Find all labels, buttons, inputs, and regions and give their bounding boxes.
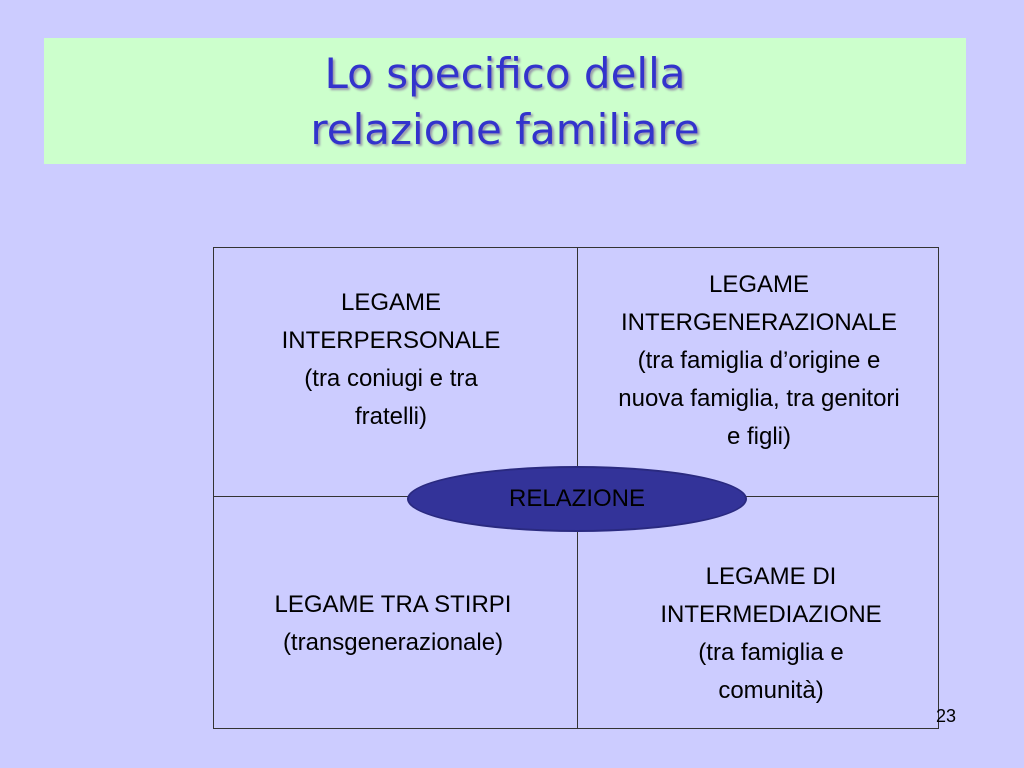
cell-line: LEGAME [708,271,810,298]
cell-lineages: LEGAME TRA STIRPI (transgenerazionale) [240,586,546,662]
cell-line: LEGAME TRA STIRPI [274,591,512,618]
title-box: Lo specifico della relazione familiare [44,38,966,164]
cell-line: (tra coniugi e tra [304,365,478,392]
cell-intergenerational: LEGAME INTERGENERAZIONALE (tra famiglia … [568,266,950,456]
page-number: 23 [936,706,957,726]
cell-line: (transgenerazionale) [282,629,504,656]
cell-line: nuova famiglia, tra genitori [618,385,900,412]
slide-title-line-1: Lo specifico della [324,49,686,98]
cell-line: INTERMEDIAZIONE [660,601,882,628]
cell-interpersonal: LEGAME INTERPERSONALE (tra coniugi e tra… [262,284,520,436]
cell-line: INTERPERSONALE [281,327,501,354]
cell-line: LEGAME DI [705,563,837,590]
cell-line: comunità) [718,677,824,704]
slide-title-line-2: relazione familiare [310,105,700,154]
cell-line: fratelli) [354,403,427,430]
cell-line: INTERGENERAZIONALE [620,309,898,336]
cell-line: e figli) [726,423,792,450]
cell-intermediation: LEGAME DI INTERMEDIAZIONE (tra famiglia … [608,558,934,710]
relation-ellipse [407,466,747,532]
relation-label: RELAZIONE [508,485,646,512]
cell-line: (tra famiglia d’origine e [637,347,881,374]
cell-line: (tra famiglia e [698,639,844,666]
cell-line: LEGAME [340,289,442,316]
